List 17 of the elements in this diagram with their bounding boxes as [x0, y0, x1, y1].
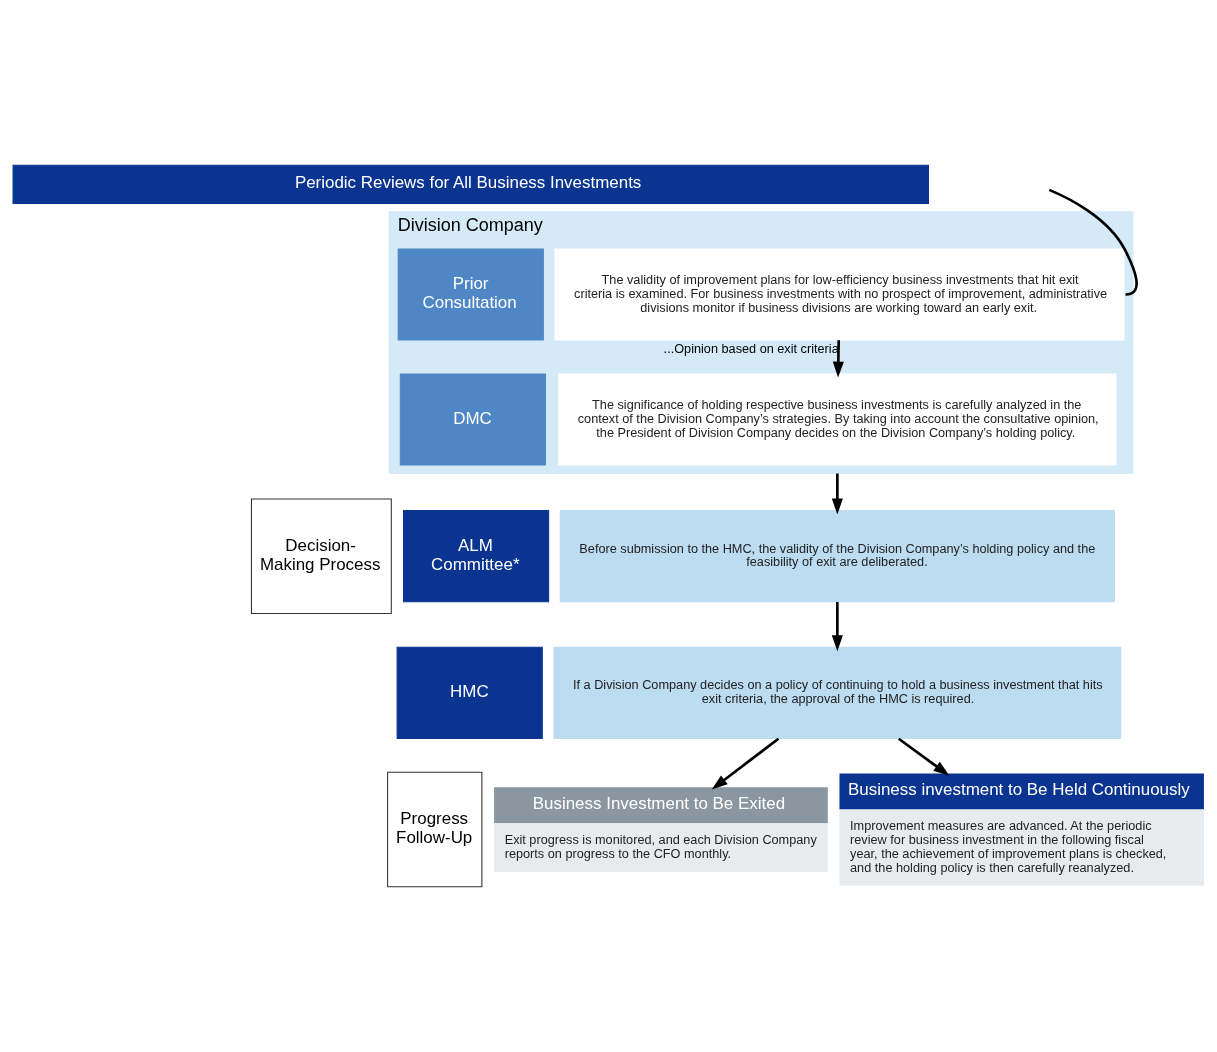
- node-box: Prior Consultation: [397, 248, 544, 341]
- node-box: The validity of improvement plans for low-efficiency business investments that hit exit criteria is examined. For business investments with no prospect of improvement, administrative divisions monitor if business divisions are working toward an early exit.: [554, 248, 1125, 341]
- arrow: [831, 473, 843, 515]
- arrow: [831, 602, 843, 652]
- arrow: [897, 737, 950, 776]
- arrow: [832, 340, 844, 378]
- node-box: Periodic Reviews for All Business Investments: [12, 164, 929, 204]
- node-box: HMC: [396, 646, 543, 739]
- node-box: Before submission to the HMC, the validity of the Division Company’s holding policy and the feasibility of exit are deliberated.: [559, 510, 1115, 603]
- node-box: The significance of holding respective business investments is carefully analyzed in the context of the Division Company’s strategies. By taking into account the consultative opinion, the President of Division Company decides on the Division Company’s holding policy.: [558, 373, 1117, 466]
- node-box: Progress Follow-Up: [387, 771, 483, 888]
- arrow: [711, 737, 780, 790]
- connector: [1048, 188, 1138, 296]
- node-box: Decision-Making Process: [250, 498, 392, 614]
- node-box: ALM Committee*: [402, 510, 550, 603]
- node-box: If a Division Company decides on a policy of continuing to hold a business investment that hits exit criteria, the approval of the HMC is required.: [553, 646, 1122, 739]
- node-box: DMC: [399, 373, 546, 466]
